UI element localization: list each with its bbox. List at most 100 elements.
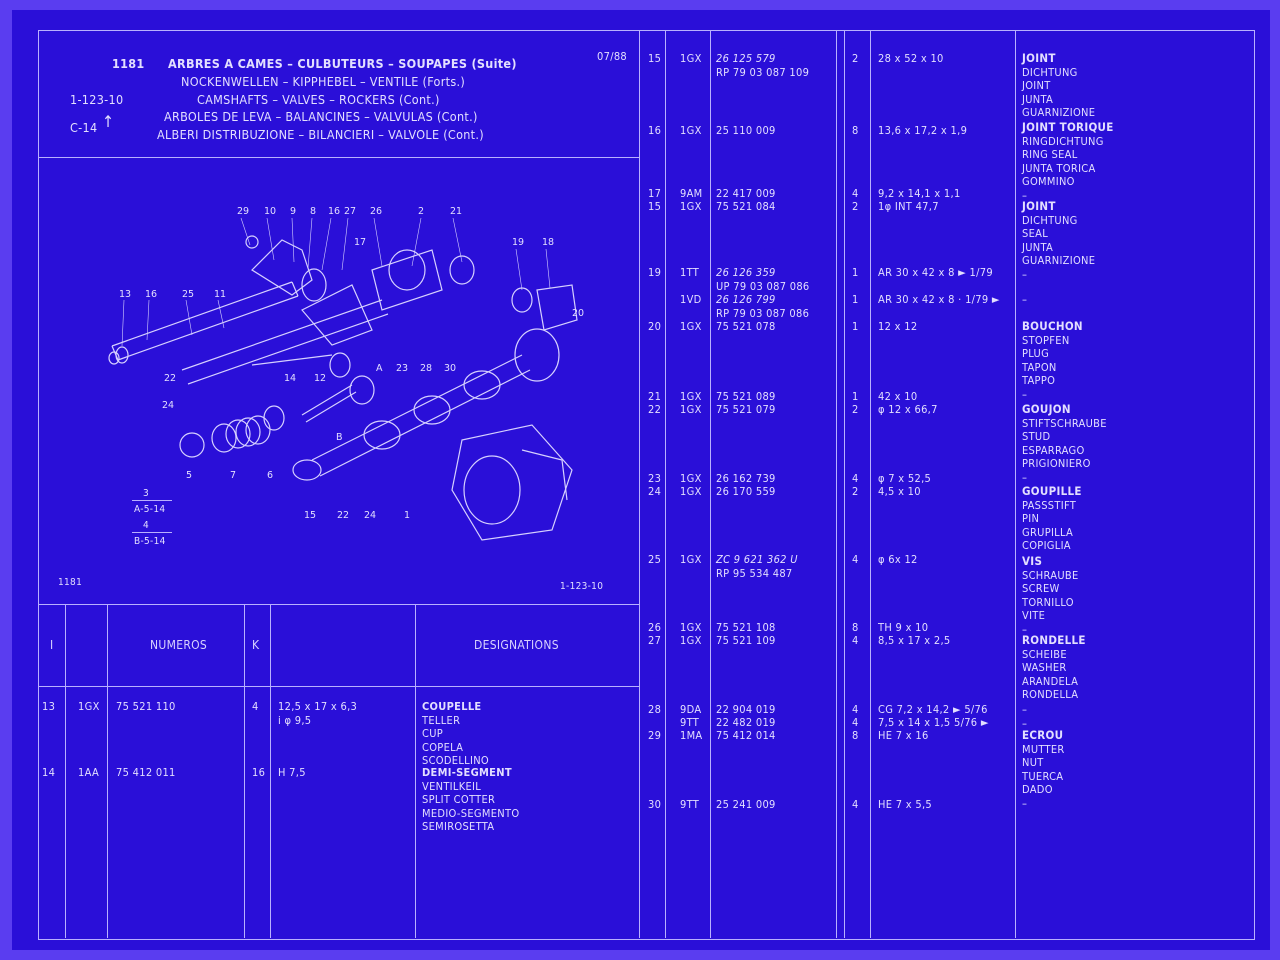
col-header-numbers: NUMEROS xyxy=(150,638,208,652)
designation-line: – xyxy=(1022,293,1028,306)
location-ref: C-14 xyxy=(70,120,98,135)
designation-line: TORNILLO xyxy=(1022,595,1074,609)
title-de: NOCKENWELLEN – KIPPHEBEL – VENTILE (Fort… xyxy=(181,74,466,89)
designation-line: GUARNIZIONE xyxy=(1022,254,1096,268)
designation-line: TAPON xyxy=(1022,360,1057,374)
title-en: CAMSHAFTS – VALVES – ROCKERS (Cont.) xyxy=(197,92,440,107)
svg-text:9: 9 xyxy=(290,206,296,217)
svg-text:15: 15 xyxy=(304,510,316,521)
row-code: 1GX xyxy=(680,320,702,333)
quantity: 4 xyxy=(852,798,859,811)
dimensions: TH 9 x 10 xyxy=(878,621,929,634)
row-code: 1GX xyxy=(680,553,702,566)
quantity: 4 xyxy=(252,700,259,713)
row-code: 1GX xyxy=(680,200,702,213)
row-index: 17 xyxy=(648,187,662,200)
designation-line: RONDELLE xyxy=(1022,633,1086,647)
row-index: 21 xyxy=(648,390,662,403)
designation-line: COPIGLIA xyxy=(1022,539,1071,553)
designation-line: PASSSTIFT xyxy=(1022,498,1077,512)
part-number: 26 170 559 xyxy=(716,485,776,498)
divider-header xyxy=(38,157,639,158)
row-code: 1MA xyxy=(680,729,703,742)
diagram-footer-right: 1-123-10 xyxy=(560,581,604,592)
svg-text:21: 21 xyxy=(450,206,462,217)
dimensions: HE 7 x 5,5 xyxy=(878,798,933,811)
dimensions: φ 12 x 66,7 xyxy=(878,403,938,416)
row-index: 27 xyxy=(648,634,662,647)
leader-lines xyxy=(121,217,551,347)
svg-text:18: 18 xyxy=(542,237,554,248)
designation-line: WASHER xyxy=(1022,661,1067,675)
designation-line: PRIGIONIERO xyxy=(1022,457,1091,471)
svg-text:A: A xyxy=(376,363,383,374)
dimensions: HE 7 x 16 xyxy=(878,729,929,742)
designation-line: GUARNIZIONE xyxy=(1022,106,1096,120)
dimensions: 13,6 x 17,2 x 1,9 xyxy=(878,124,968,137)
svg-text:30: 30 xyxy=(444,363,456,374)
row-code: 1GX xyxy=(680,485,702,498)
ref-number-3: 3 xyxy=(143,488,150,499)
designation-line: PLUG xyxy=(1022,347,1050,361)
quantity: 1 xyxy=(852,266,859,279)
designation-line: – xyxy=(1022,471,1028,484)
quantity: 4 xyxy=(852,634,859,647)
engine-thumbnail-drawing xyxy=(451,424,573,541)
designation: MEDIO-SEGMENTO xyxy=(422,806,520,820)
dimensions: 1φ INT 47,7 xyxy=(878,200,939,213)
designation: COPELA xyxy=(422,740,464,754)
designation-line: STIFTSCHRAUBE xyxy=(1022,416,1107,430)
col-line xyxy=(665,30,666,938)
svg-text:16: 16 xyxy=(145,289,157,300)
svg-text:19: 19 xyxy=(512,237,524,248)
part-number: 75 521 110 xyxy=(116,700,176,713)
designation-line: SCREW xyxy=(1022,582,1060,596)
designation: SPLIT COTTER xyxy=(422,793,496,807)
row-index: 23 xyxy=(648,472,662,485)
col-line xyxy=(270,604,271,938)
row-index: 19 xyxy=(648,266,662,279)
dimensions: i φ 9,5 xyxy=(278,713,312,727)
quantity: 4 xyxy=(852,472,859,485)
designation-line: ARANDELA xyxy=(1022,674,1079,688)
title-es: ARBOLES DE LEVA – BALANCINES – VALVULAS … xyxy=(164,109,478,124)
dimensions: 42 x 10 xyxy=(878,390,918,403)
designation-line: JOINT xyxy=(1022,79,1051,93)
designation-line: DICHTUNG xyxy=(1022,65,1078,79)
designation-line: TAPPO xyxy=(1022,374,1056,388)
col-header-designations: DESIGNATIONS xyxy=(474,638,559,652)
designation-line: – xyxy=(1022,623,1028,636)
quantity: 8 xyxy=(852,124,859,137)
designation-line: – xyxy=(1022,388,1028,401)
designation: CUP xyxy=(422,727,444,741)
svg-text:22: 22 xyxy=(164,373,176,384)
part-number: 75 412 014 xyxy=(716,729,776,742)
svg-text:10: 10 xyxy=(264,206,276,217)
svg-text:26: 26 xyxy=(370,206,382,217)
row-code: 1GX xyxy=(680,124,702,137)
svg-text:24: 24 xyxy=(364,510,376,521)
row-code: 1GX xyxy=(680,634,702,647)
ref-code-4: B-5-14 xyxy=(134,536,166,547)
valve-drawing xyxy=(251,352,375,423)
designation-line: JUNTA TORICA xyxy=(1022,161,1096,175)
designation-line: SEAL xyxy=(1022,227,1049,241)
part-number: 75 521 109 xyxy=(716,634,776,647)
col-line xyxy=(836,30,837,938)
part-number: 75 412 011 xyxy=(116,766,176,779)
row-code: 9TT xyxy=(680,716,700,729)
designation-line: – xyxy=(1022,268,1028,281)
ref-fraction-line xyxy=(132,532,172,533)
quantity: 1 xyxy=(852,390,859,403)
svg-text:28: 28 xyxy=(420,363,432,374)
row-index: 15 xyxy=(648,52,662,65)
dimensions: AR 30 x 42 x 8 · 1/79 ► xyxy=(878,293,1000,306)
col-header-k: K xyxy=(252,638,260,652)
dimensions: 7,5 x 14 x 1,5 5/76 ► xyxy=(878,716,989,729)
svg-text:B: B xyxy=(336,432,343,443)
dimensions: φ 7 x 52,5 xyxy=(878,472,932,485)
col-line xyxy=(1015,30,1016,938)
col-line xyxy=(65,604,66,938)
designation-line: DICHTUNG xyxy=(1022,213,1078,227)
part-number: UP 79 03 087 086 xyxy=(716,279,810,293)
